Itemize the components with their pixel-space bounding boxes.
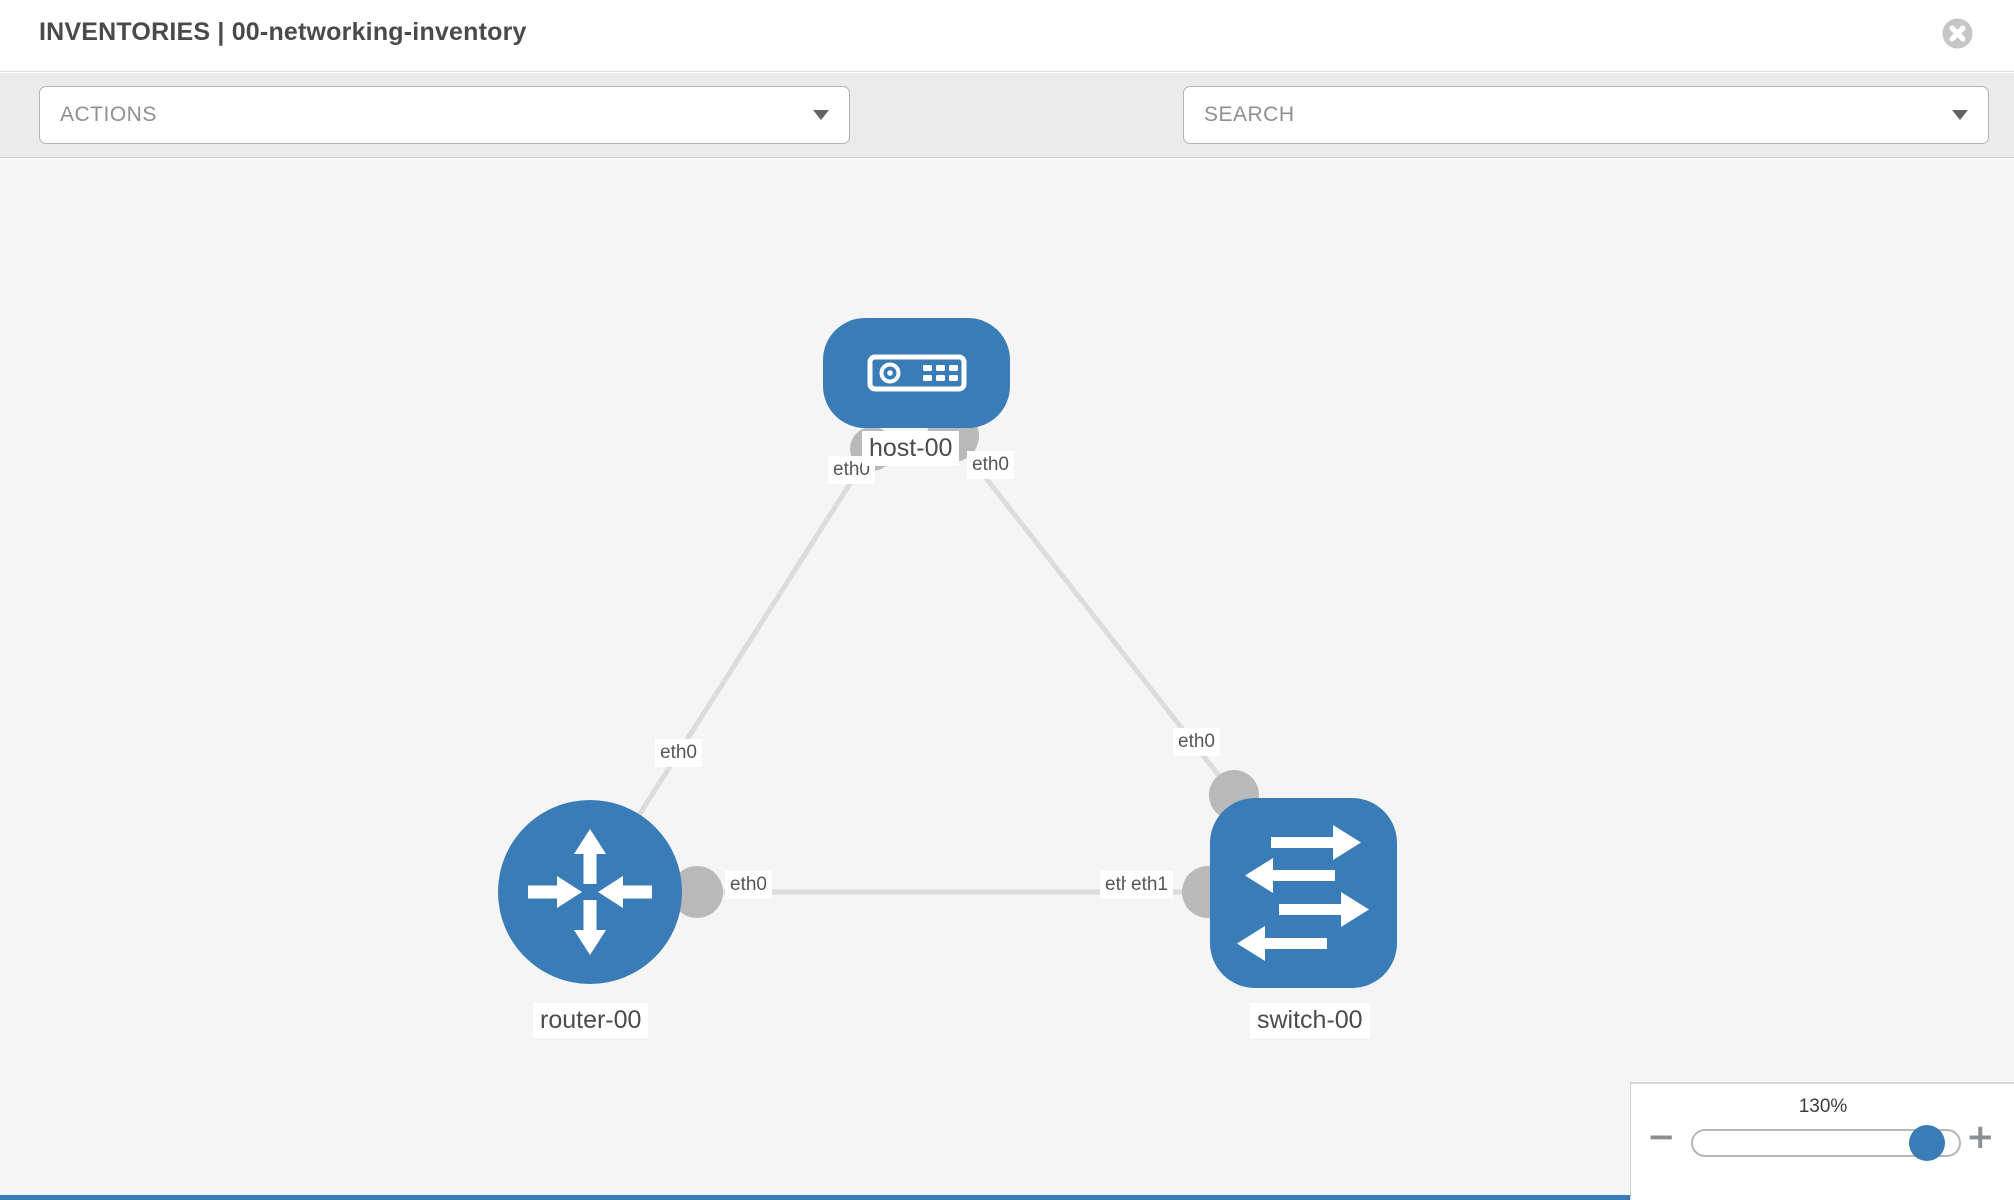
switch-icon [1237, 825, 1369, 961]
zoom-in-button[interactable]: + [1966, 1117, 1995, 1157]
host-icon [867, 354, 967, 392]
header-bar: INVENTORIES | 00-networking-inventory [0, 0, 2014, 72]
interface-label: eth1 [1126, 871, 1173, 899]
router-icon [528, 829, 652, 955]
interface-endpoint [671, 866, 723, 918]
actions-dropdown-label: ACTIONS [60, 103, 157, 126]
node-label-switch: switch-00 [1250, 1003, 1370, 1038]
interface-label: eth0 [655, 739, 702, 767]
node-label-host: host-00 [862, 431, 960, 466]
topology-canvas[interactable]: eth0 eth0 host-00 eth0 eth0 eth0 eth0 et… [0, 159, 2014, 1200]
node-host[interactable] [823, 318, 1010, 428]
bottom-bar [0, 1195, 1630, 1200]
node-label-router: router-00 [533, 1003, 649, 1038]
search-dropdown-placeholder: SEARCH [1204, 103, 1295, 126]
toolbar: ACTIONS SEARC [0, 73, 2014, 205]
interface-label: eth0 [725, 871, 772, 899]
zoom-out-button[interactable]: − [1647, 1117, 1676, 1157]
close-button[interactable] [1942, 18, 1973, 49]
interface-label: eth0 [1173, 728, 1220, 756]
zoom-slider-thumb[interactable] [1909, 1125, 1945, 1161]
search-dropdown[interactable]: SEARCH [1183, 86, 1989, 144]
chevron-down-icon [813, 110, 829, 120]
actions-dropdown[interactable]: ACTIONS [39, 86, 850, 144]
node-router[interactable] [498, 800, 682, 984]
node-switch[interactable] [1210, 798, 1397, 988]
interface-label-overlapped: eth0 [1100, 871, 1128, 899]
interface-label: eth0 [828, 456, 875, 484]
zoom-panel: 130% − + [1630, 1082, 2014, 1200]
page-title: INVENTORIES | 00-networking-inventory [39, 18, 527, 46]
zoom-slider[interactable] [1691, 1125, 1961, 1161]
zoom-level-label: 130% [1798, 1096, 1848, 1117]
interface-label: eth0 [967, 451, 1014, 479]
chevron-down-icon [1952, 110, 1968, 120]
